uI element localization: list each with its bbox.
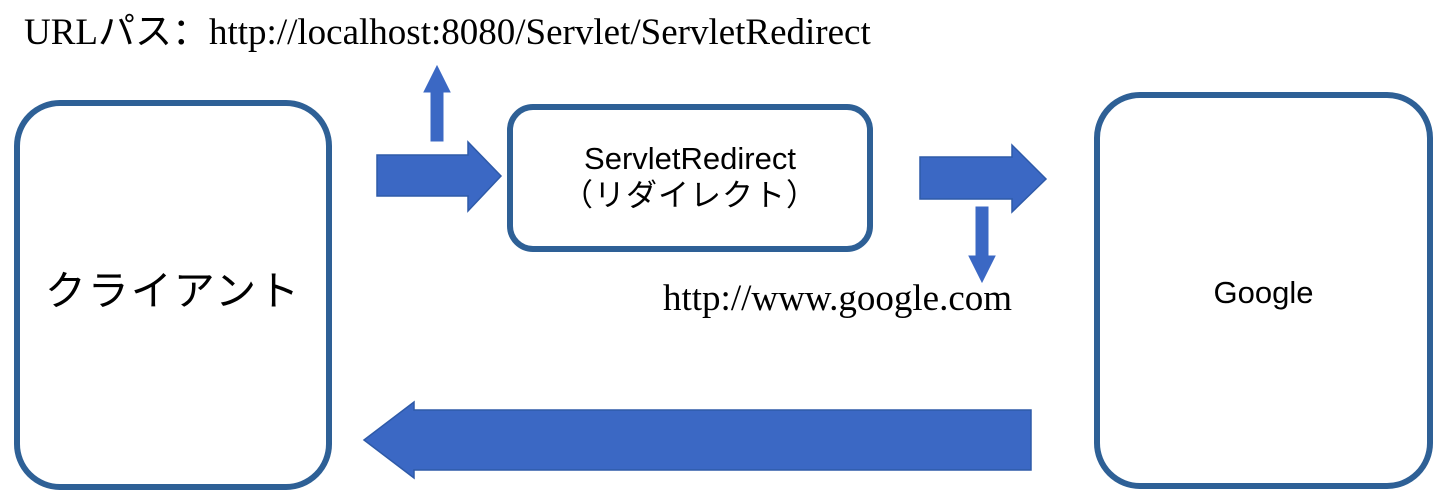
url-path-pointer-arrow-icon (423, 64, 451, 142)
servlet-to-google-arrow-icon (919, 143, 1048, 214)
node-google: Google (1094, 92, 1433, 489)
google-response-to-client-arrow-icon (362, 400, 1032, 480)
node-servlet-redirect: ServletRedirect （リダイレクト） (507, 104, 873, 252)
node-google-label: Google (1213, 274, 1314, 310)
url-path-label: URLパス：http://localhost:8080/Servlet/Serv… (24, 12, 871, 53)
request-to-servlet-arrow-icon (376, 140, 503, 213)
redirect-url-label: http://www.google.com (663, 278, 1013, 319)
redirect-url-pointer-arrow-icon (968, 206, 996, 284)
node-client-label: クライアント (44, 268, 302, 314)
node-client: クライアント (14, 100, 332, 490)
node-servlet-redirect-sublabel: （リダイレクト） (562, 178, 818, 213)
node-servlet-redirect-label: ServletRedirect (584, 141, 796, 177)
